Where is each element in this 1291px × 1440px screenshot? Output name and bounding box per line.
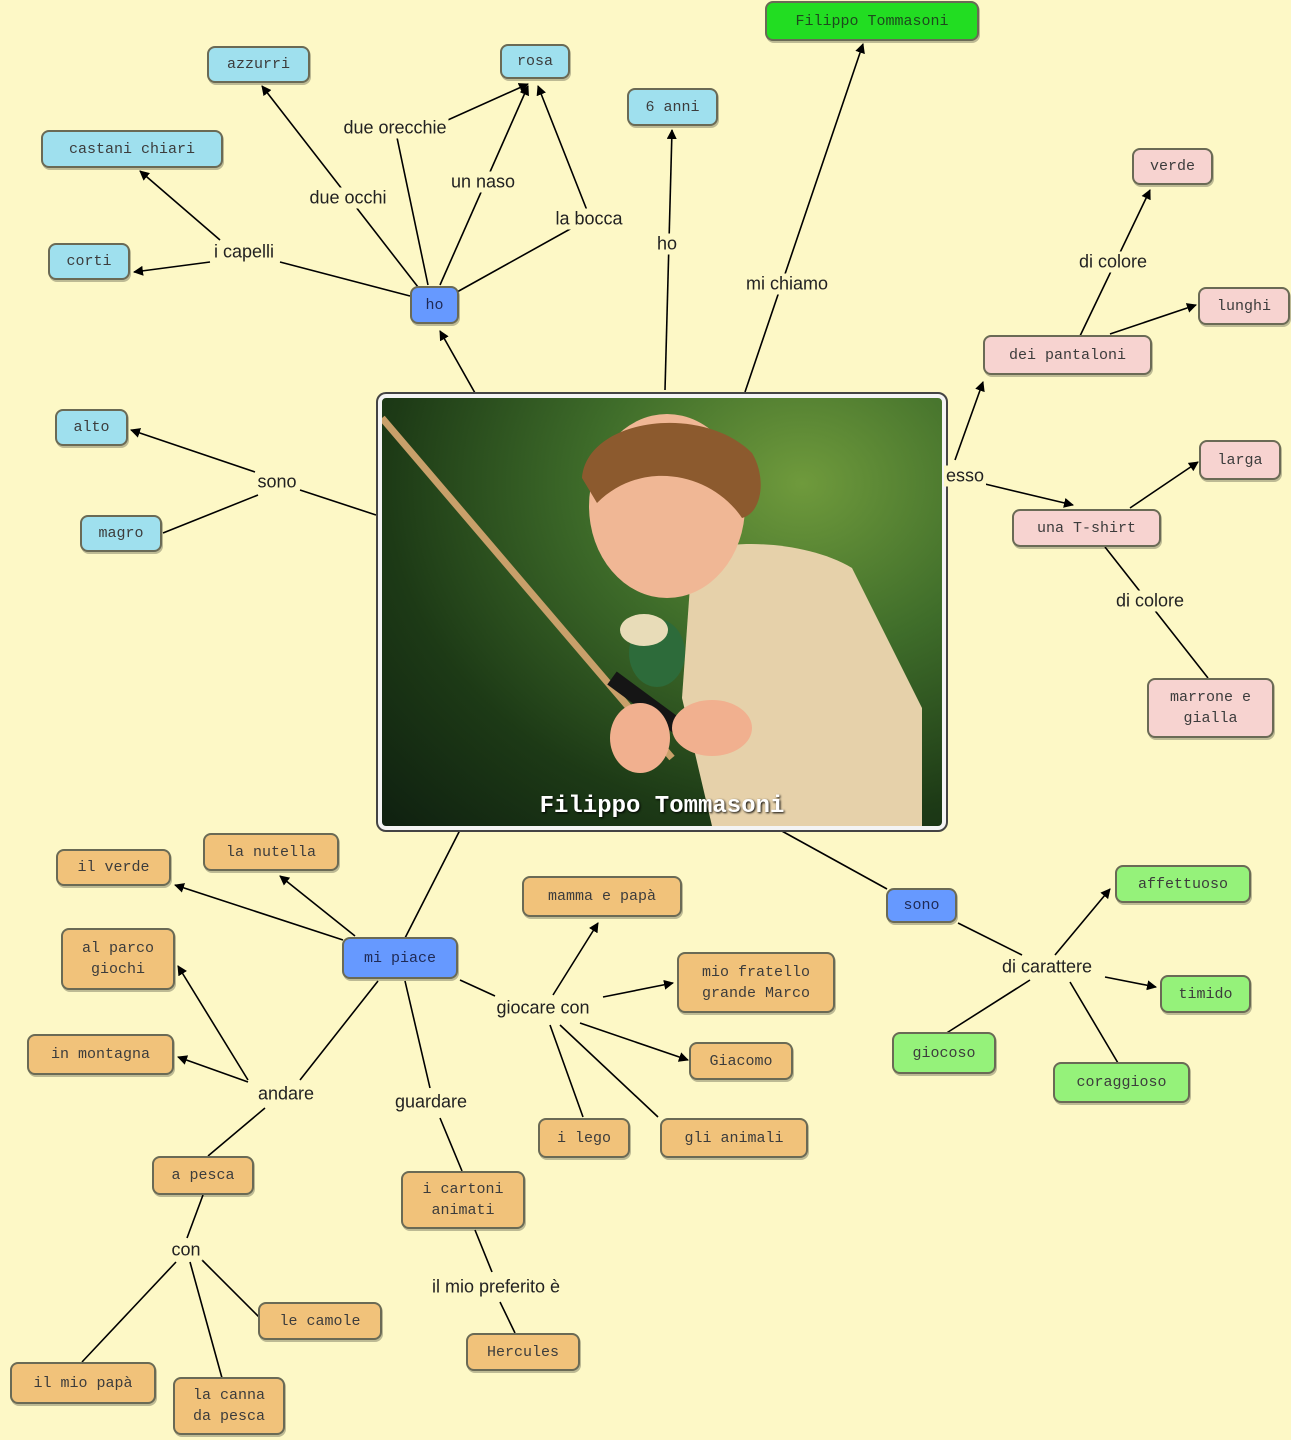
node-la-nutella[interactable]: la nutella: [203, 833, 339, 871]
node-larga[interactable]: larga: [1199, 440, 1281, 480]
link-label-il-mio-preferito: il mio preferito è: [429, 1276, 563, 1298]
link-label-un-naso: un naso: [448, 171, 518, 193]
profile-photo: Filippo Tommasoni: [376, 392, 948, 832]
node-mio-fratello-grande-marco[interactable]: mio fratello grande Marco: [677, 952, 835, 1013]
node-ho[interactable]: ho: [410, 286, 459, 324]
node-castani-chiari[interactable]: castani chiari: [41, 130, 223, 168]
node-gli-animali[interactable]: gli animali: [660, 1118, 808, 1158]
node-al-parco-giochi[interactable]: al parco giochi: [61, 928, 175, 990]
node-rosa[interactable]: rosa: [500, 44, 570, 79]
node-dei-pantaloni[interactable]: dei pantaloni: [983, 335, 1152, 375]
link-label-ho: ho: [654, 233, 680, 255]
node-coraggioso[interactable]: coraggioso: [1053, 1062, 1190, 1103]
link-label-andare: andare: [255, 1083, 317, 1105]
link-label-con: con: [169, 1239, 203, 1261]
link-label-giocare-con: giocare con: [494, 997, 592, 1019]
node-6-anni[interactable]: 6 anni: [627, 88, 718, 126]
node-mamma-e-papa[interactable]: mamma e papà: [522, 876, 682, 917]
link-label-mi-chiamo: mi chiamo: [743, 273, 831, 295]
node-il-mio-papa[interactable]: il mio papà: [10, 1362, 156, 1404]
node-timido[interactable]: timido: [1160, 975, 1251, 1013]
photo-caption: Filippo Tommasoni: [539, 793, 785, 820]
node-marrone-e-gialla[interactable]: marrone e gialla: [1147, 678, 1274, 738]
node-magro[interactable]: magro: [80, 515, 162, 552]
node-i-cartoni-animati[interactable]: i cartoni animati: [401, 1171, 525, 1229]
node-a-pesca[interactable]: a pesca: [152, 1156, 254, 1195]
link-label-di-colore-top: di colore: [1076, 251, 1150, 273]
node-verde[interactable]: verde: [1132, 148, 1213, 185]
node-la-canna-da-pesca[interactable]: la canna da pesca: [173, 1377, 285, 1435]
node-i-lego[interactable]: i lego: [538, 1118, 630, 1158]
link-label-i-capelli: i capelli: [211, 241, 277, 263]
node-giocoso[interactable]: giocoso: [892, 1032, 996, 1074]
node-giacomo[interactable]: Giacomo: [689, 1042, 793, 1080]
link-label-due-occhi: due occhi: [307, 187, 389, 209]
node-il-verde[interactable]: il verde: [56, 849, 171, 886]
link-label-esso: esso: [943, 465, 987, 487]
node-le-camole[interactable]: le camole: [258, 1302, 382, 1340]
node-alto[interactable]: alto: [55, 409, 128, 446]
node-azzurri[interactable]: azzurri: [207, 46, 310, 83]
node-sono[interactable]: sono: [886, 888, 957, 923]
node-mi-piace[interactable]: mi piace: [342, 937, 458, 979]
node-una-t-shirt[interactable]: una T-shirt: [1012, 509, 1161, 547]
boy-fishing-illustration: [382, 414, 922, 826]
link-label-la-bocca: la bocca: [553, 208, 625, 230]
link-label-di-colore-bottom: di colore: [1113, 590, 1187, 612]
node-lunghi[interactable]: lunghi: [1198, 287, 1290, 325]
node-affettuoso[interactable]: affettuoso: [1115, 865, 1251, 903]
link-label-due-orecchie: due orecchie: [341, 117, 449, 139]
link-label-di-carattere: di carattere: [999, 956, 1095, 978]
link-label-sono-left: sono: [255, 471, 299, 493]
node-in-montagna[interactable]: in montagna: [27, 1034, 174, 1075]
node-corti[interactable]: corti: [48, 243, 130, 280]
node-hercules[interactable]: Hercules: [466, 1333, 580, 1371]
node-filippo-tommasoni[interactable]: Filippo Tommasoni: [765, 1, 979, 41]
link-label-guardare: guardare: [392, 1091, 470, 1113]
